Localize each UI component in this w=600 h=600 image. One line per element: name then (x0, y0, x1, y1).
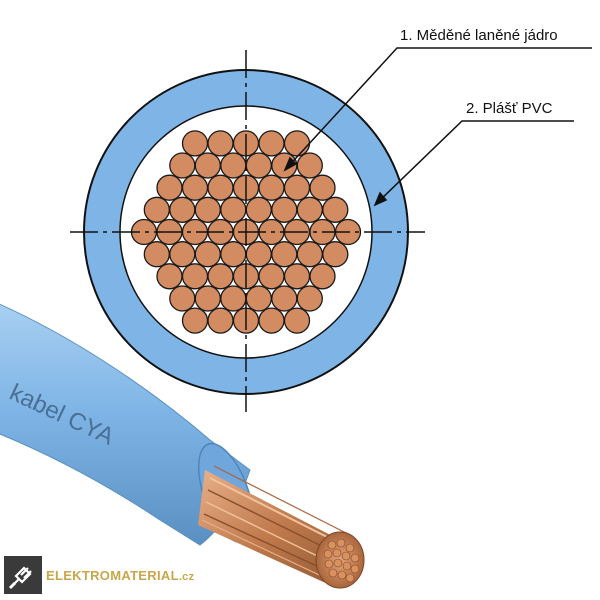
copper-strand (245, 285, 272, 312)
copper-strand (245, 241, 272, 268)
cross-section (70, 50, 425, 412)
copper-strand (169, 241, 196, 268)
copper-strand (296, 241, 323, 268)
copper-strand (283, 174, 311, 201)
copper-strand (194, 285, 221, 312)
leader-line-core (284, 47, 592, 171)
copper-strand (181, 263, 209, 290)
copper-strand (296, 152, 323, 179)
copper-strand (245, 152, 272, 179)
leader-line-sheath (374, 120, 574, 206)
copper-strand (156, 263, 183, 290)
copper-strand (181, 130, 209, 157)
leader-arrow-core (283, 156, 298, 172)
copper-strand (283, 130, 311, 157)
copper-strand (258, 307, 285, 334)
copper-strand (181, 307, 209, 334)
copper-strand (143, 196, 170, 223)
label-copper-core: 1. Měděné laněné jádro (400, 27, 558, 44)
copper-strand (194, 196, 221, 223)
copper-strand (296, 285, 323, 312)
copper-strand (258, 263, 285, 290)
label-pvc-sheath: 2. Plášť PVC (466, 100, 553, 117)
copper-strand (271, 241, 298, 268)
copper-strand (309, 263, 336, 290)
copper-strand (220, 241, 247, 268)
plug-icon (8, 566, 32, 590)
copper-strand (169, 196, 196, 223)
copper-strand (220, 285, 247, 312)
copper-strand (169, 285, 196, 312)
copper-strand (169, 152, 196, 179)
leader-arrow-sheath (373, 191, 388, 207)
logo-badge (4, 556, 42, 594)
copper-strand (207, 307, 234, 334)
center-lines (70, 50, 425, 412)
copper-strand (207, 263, 234, 290)
copper-strand (258, 174, 285, 201)
copper-strand (143, 241, 170, 268)
copper-strand (258, 130, 285, 157)
copper-strand (296, 196, 323, 223)
copper-strand (156, 174, 183, 201)
copper-end-bundle (315, 531, 365, 589)
copper-strand (283, 307, 311, 334)
copper-strand (181, 174, 209, 201)
leader-lines (283, 47, 592, 207)
copper-strand (322, 196, 349, 223)
copper-strand (220, 152, 247, 179)
copper-strand (283, 263, 311, 290)
copper-strand (194, 152, 221, 179)
copper-strand (220, 196, 247, 223)
copper-strand (207, 130, 234, 157)
copper-strand (322, 241, 349, 268)
logo-text: ELEKTROMATERIAL.cz (46, 568, 194, 583)
copper-strand-group (130, 130, 362, 334)
copper-strand (245, 196, 272, 223)
copper-strand (271, 196, 298, 223)
copper-strand (194, 241, 221, 268)
copper-strand (207, 174, 234, 201)
cable-photo: kabel CYA (0, 303, 365, 589)
copper-strand (271, 285, 298, 312)
logo-name: ELEKTROMATERIAL (46, 568, 179, 583)
copper-strand (309, 174, 336, 201)
logo-tld: .cz (178, 571, 195, 583)
